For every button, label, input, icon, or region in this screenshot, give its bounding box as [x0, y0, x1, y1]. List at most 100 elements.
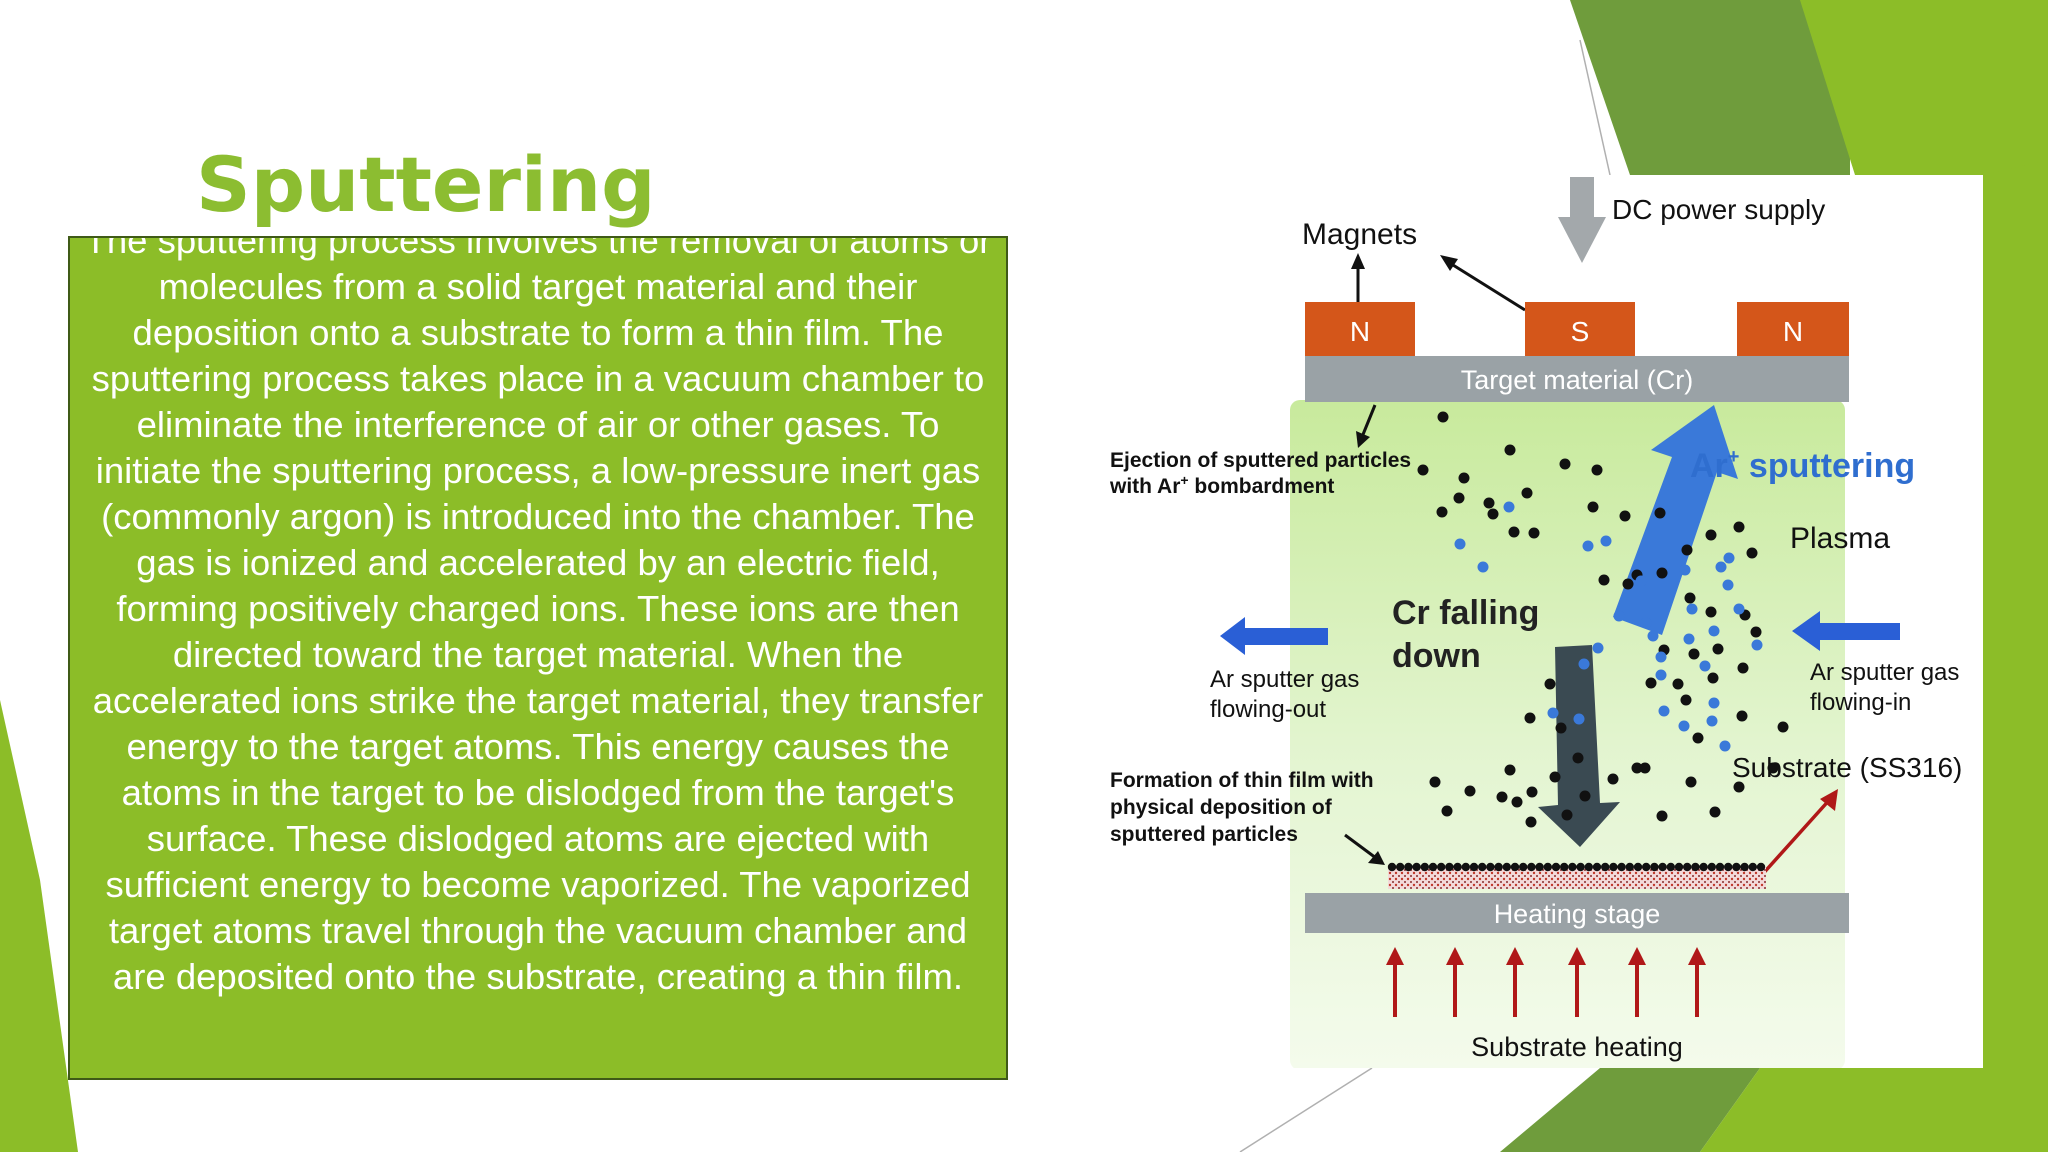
- gas-in-arrow-icon: [1792, 611, 1900, 651]
- ar-ion-particle: [1573, 713, 1585, 725]
- cr-particle: [1705, 529, 1717, 541]
- gas-out-label-line2: flowing-out: [1210, 696, 1326, 723]
- film-particle: [1674, 862, 1684, 872]
- ar-ion-particle: [1477, 561, 1489, 573]
- ar-ion-particle: [1708, 697, 1720, 709]
- film-particle: [1494, 862, 1503, 872]
- slide-title: Sputtering: [196, 140, 656, 229]
- cr-particle: [1504, 444, 1516, 456]
- cr-particle: [1521, 487, 1533, 499]
- ar-ion-particle: [1578, 658, 1590, 670]
- sputtered-particles: [1417, 411, 1789, 828]
- gas-out-arrow-icon: [1220, 617, 1328, 655]
- svg-text:N: N: [1783, 316, 1803, 347]
- heating-stage-label: Heating stage: [1494, 899, 1661, 929]
- cr-particle: [1607, 773, 1619, 785]
- cr-particle: [1549, 771, 1561, 783]
- ar-ion-particle: [1751, 639, 1763, 651]
- heat-arrow-head: [1688, 947, 1706, 965]
- ar-ion-particle: [1600, 535, 1612, 547]
- ar-ion-particle: [1686, 603, 1698, 615]
- deco-line-bottom: [1239, 1067, 1373, 1152]
- cr-particle: [1709, 806, 1721, 818]
- cr-falling-label-line2: down: [1392, 637, 1481, 675]
- film-particle: [1658, 862, 1667, 872]
- film-particle: [1683, 862, 1692, 872]
- magnet-n-left: [1305, 302, 1415, 356]
- cr-particle: [1705, 606, 1717, 618]
- film-particle: [1445, 862, 1454, 872]
- cr-particle: [1750, 626, 1762, 638]
- deco-shape-left-strip: [0, 700, 78, 1152]
- film-particle: [1642, 862, 1651, 872]
- cr-particle: [1572, 752, 1584, 764]
- ar-ion-particle: [1647, 630, 1659, 642]
- ar-ion-particle: [1683, 633, 1695, 645]
- ar-ion-particle: [1715, 561, 1727, 573]
- heat-arrow-head: [1446, 947, 1464, 965]
- ar-ion-particle: [1640, 617, 1652, 629]
- cr-particle: [1639, 762, 1651, 774]
- svg-text:N: N: [1350, 316, 1370, 347]
- dc-power-arrow-icon: [1558, 177, 1606, 263]
- film-particle: [1469, 862, 1479, 872]
- ar-ion-particle: [1679, 564, 1691, 576]
- cr-particle: [1733, 781, 1745, 793]
- film-particle: [1625, 862, 1634, 872]
- ar-ion-particle: [1719, 740, 1731, 752]
- cr-particle: [1555, 722, 1567, 734]
- cr-particle: [1736, 710, 1748, 722]
- deco-shape-bottom-light: [1700, 1068, 2048, 1152]
- film-particle: [1510, 862, 1520, 872]
- film-particle: [1412, 862, 1421, 872]
- cr-particle: [1656, 810, 1668, 822]
- film-particle: [1576, 862, 1585, 872]
- film-particle: [1527, 862, 1536, 872]
- cr-particle: [1767, 762, 1779, 774]
- cr-particle: [1437, 411, 1449, 423]
- film-particle: [1486, 862, 1495, 872]
- gas-out-label-line1: Ar sputter gas: [1210, 666, 1359, 693]
- film-particle: [1584, 862, 1593, 872]
- cr-particle: [1453, 492, 1465, 504]
- film-particle: [1748, 862, 1757, 872]
- magnet-n-right: [1737, 302, 1849, 356]
- film-particle: [1461, 862, 1470, 872]
- cr-particle: [1464, 785, 1476, 797]
- target-plate: [1305, 356, 1849, 402]
- cr-particle: [1525, 816, 1537, 828]
- cr-particle: [1508, 526, 1520, 538]
- magnets-label: Magnets: [1302, 218, 1417, 251]
- cr-particle: [1645, 677, 1657, 689]
- target-label: Target material (Cr): [1461, 365, 1694, 395]
- heating-arrows-icon: [1386, 947, 1706, 1017]
- cr-particle: [1598, 574, 1610, 586]
- thin-film: [1388, 867, 1766, 889]
- substrate-heating-label: Substrate heating: [1471, 1032, 1683, 1062]
- cr-particle: [1746, 547, 1758, 559]
- dc-power-label: DC power supply: [1612, 194, 1825, 225]
- film-particle: [1543, 862, 1552, 872]
- film-particle: [1707, 862, 1716, 872]
- heat-arrow-head: [1568, 947, 1586, 965]
- film-particle-row: [1387, 862, 1766, 872]
- ar-ion-particle: [1655, 651, 1667, 663]
- ar-ion-particle: [1708, 625, 1720, 637]
- ar-ion-particle: [1722, 579, 1734, 591]
- film-particle: [1387, 862, 1397, 872]
- cr-particle: [1654, 507, 1666, 519]
- gas-in-label-line1: Ar sputter gas: [1810, 659, 1959, 686]
- film-particle: [1535, 862, 1544, 872]
- film-particle: [1691, 862, 1700, 872]
- cr-particle: [1429, 776, 1441, 788]
- film-particle: [1437, 862, 1446, 872]
- film-particle: [1560, 862, 1569, 872]
- film-particle: [1420, 862, 1429, 872]
- ar-ion-particle: [1655, 669, 1667, 681]
- cr-particle: [1684, 592, 1696, 604]
- film-label-line3: sputtered particles: [1110, 823, 1298, 846]
- ar-ion-particle: [1733, 603, 1745, 615]
- ar-ion-particle: [1613, 610, 1625, 622]
- film-particle: [1478, 862, 1487, 872]
